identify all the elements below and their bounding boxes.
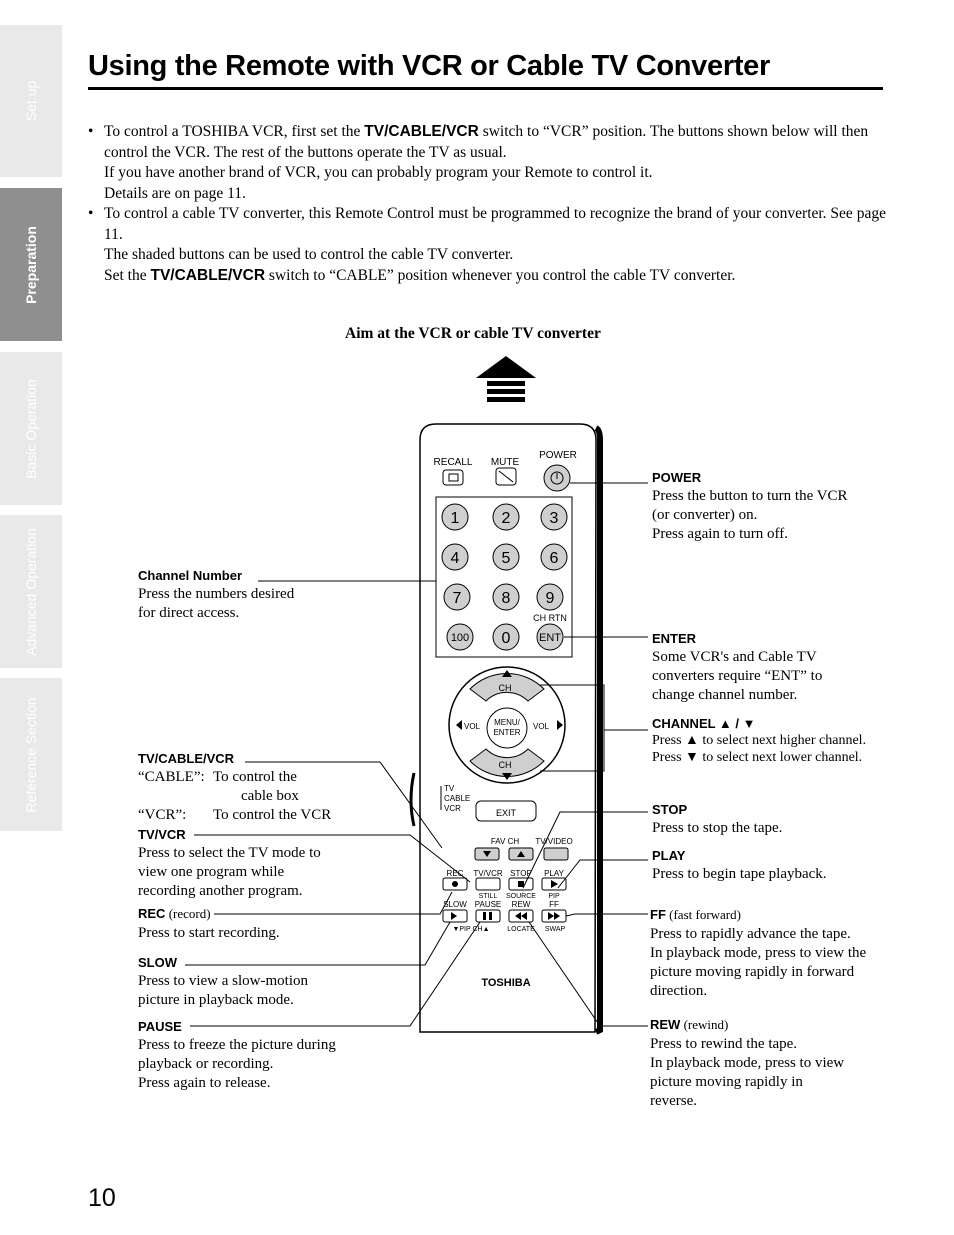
caption-play: PLAY Press to begin tape playback.	[652, 848, 827, 882]
bullet-cable: • To control a cable TV converter, this …	[88, 205, 886, 284]
locate-label: LOCATE	[507, 926, 535, 933]
digit-8-label: 8	[502, 590, 511, 607]
menu-label: MENU/	[494, 718, 521, 727]
slow-label: SLOW	[443, 900, 467, 909]
recall-button[interactable]	[442, 469, 464, 486]
caption-power: POWER Press the button to turn the VCR (…	[652, 470, 848, 542]
digit-6-button[interactable]	[540, 543, 568, 571]
digit-4-button[interactable]	[441, 543, 469, 571]
rec-label: REC	[447, 869, 464, 878]
page-title: Using the Remote with VCR or Cable TV Co…	[88, 50, 770, 82]
ch-up-label: CH	[499, 683, 512, 693]
digit-4-label: 4	[451, 550, 460, 567]
digit-5-button[interactable]	[492, 543, 520, 571]
digit-100-label: 100	[451, 632, 469, 644]
pause-button[interactable]	[475, 909, 501, 923]
stop-label: STOP	[510, 869, 532, 878]
side-tab-basic-operation: Basic Operation	[0, 352, 62, 505]
still-label: STILL	[479, 893, 498, 900]
digit-9-label: 9	[546, 590, 555, 607]
aim-arrow-icon	[476, 356, 536, 402]
channel-down-button[interactable]	[469, 748, 545, 777]
bullet-vcr: • To control a TOSHIBA VCR, first set th…	[88, 123, 869, 202]
caption-rec: REC (record) Press to start recording.	[138, 906, 280, 941]
rew-label: REW	[512, 900, 531, 909]
ent-button[interactable]	[536, 623, 564, 651]
switch-tv-label: TV	[444, 784, 455, 793]
digit-7-label: 7	[453, 590, 462, 607]
caption-tv-cable-vcr: TV/CABLE/VCR “CABLE”:To control the cabl…	[138, 751, 332, 823]
caption-channel: CHANNEL ▲ / ▼ Press ▲ to select next hig…	[652, 716, 867, 765]
caption-enter: ENTER Some VCR's and Cable TV converters…	[652, 631, 823, 703]
exit-button[interactable]	[475, 800, 537, 822]
digit-2-label: 2	[502, 510, 511, 527]
side-tab-setup: Set up	[0, 25, 62, 177]
caption-tv-vcr: TV/VCR Press to select the TV mode to vi…	[138, 827, 321, 899]
ff-label: FF	[549, 900, 559, 909]
caption-ff: FF (fast forward) Press to rapidly advan…	[650, 907, 867, 999]
recall-label: RECALL	[434, 457, 473, 468]
digit-7-button[interactable]	[443, 583, 471, 611]
ent-label: ENT	[539, 632, 561, 644]
fav-ch-label: FAV CH	[491, 837, 520, 846]
digit-1-button[interactable]	[441, 503, 469, 531]
vol-left-label: VOL	[464, 722, 481, 731]
swap-label: SWAP	[545, 926, 566, 933]
digit-6-label: 6	[550, 550, 559, 567]
tv-video-button[interactable]	[543, 847, 569, 861]
mute-label: MUTE	[491, 457, 520, 468]
caption-rew: REW (rewind) Press to rewind the tape. I…	[650, 1017, 845, 1109]
power-label: POWER	[539, 450, 577, 461]
side-tab-reference-section: Reference Section	[0, 678, 62, 831]
pause-label: PAUSE	[475, 900, 502, 909]
pip-ch-label: ▼PIP CH▲	[452, 926, 489, 933]
source-label: SOURCE	[506, 893, 536, 900]
vol-right-label: VOL	[533, 722, 550, 731]
digit-5-label: 5	[502, 550, 511, 567]
menu-enter-button[interactable]	[486, 707, 528, 749]
switch-vcr-label: VCR	[444, 804, 461, 813]
digit-1-label: 1	[451, 510, 460, 527]
tv-video-label: TV/VIDEO	[535, 837, 572, 846]
digit-0-button[interactable]	[492, 623, 520, 651]
digit-8-button[interactable]	[492, 583, 520, 611]
navigation-pad: CH CH VOL VOL MENU/ ENTER	[448, 666, 566, 784]
number-pad: 1 2 3 4 5 6 7 8 9 100 0 ENT CH RTN	[441, 503, 568, 651]
tv-vcr-button[interactable]	[475, 877, 501, 891]
switch-cable-label: CABLE	[444, 794, 470, 803]
digit-9-button[interactable]	[536, 583, 564, 611]
callout-lines	[185, 482, 648, 1027]
digit-0-label: 0	[502, 630, 511, 647]
caption-channel-number: Channel Number Press the numbers desired…	[138, 568, 295, 621]
caption-slow: SLOW Press to view a slow-motion picture…	[138, 955, 308, 1008]
channel-up-button[interactable]	[469, 673, 545, 702]
side-tab-preparation: Preparation	[0, 188, 62, 341]
play-label: PLAY	[544, 869, 565, 878]
tv-cable-vcr-switch[interactable]: TV CABLE VCR	[440, 784, 470, 813]
digit-3-label: 3	[550, 510, 559, 527]
digit-2-button[interactable]	[492, 503, 520, 531]
tv-vcr-label: TV/VCR	[473, 869, 503, 878]
digit-100-button[interactable]	[446, 623, 474, 651]
ch-rtn-label: CH RTN	[533, 613, 567, 623]
intro-bullets: • To control a TOSHIBA VCR, first set th…	[88, 122, 888, 286]
pip-label: PIP	[548, 893, 560, 900]
enter-label: ENTER	[493, 728, 520, 737]
digit-3-button[interactable]	[540, 503, 568, 531]
brand-logo: TOSHIBA	[481, 977, 530, 989]
ch-down-label: CH	[499, 760, 512, 770]
exit-label: EXIT	[496, 808, 517, 818]
page-number: 10	[88, 1184, 116, 1212]
title-rule	[88, 87, 883, 90]
aim-label: Aim at the VCR or cable TV converter	[345, 325, 601, 342]
side-tab-advanced-operation: Advanced Operation	[0, 515, 62, 668]
caption-pause: PAUSE Press to freeze the picture during…	[138, 1019, 336, 1091]
caption-stop: STOP Press to stop the tape.	[652, 802, 783, 836]
